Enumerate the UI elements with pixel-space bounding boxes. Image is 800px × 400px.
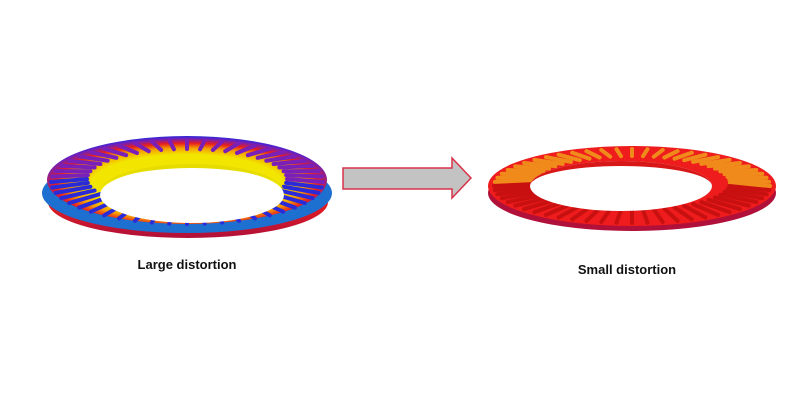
gear-tooth <box>285 177 325 184</box>
gear-tooth <box>495 174 539 180</box>
gear-tooth <box>614 147 624 159</box>
gear-tooth <box>245 146 272 158</box>
gear-tooth <box>67 159 103 166</box>
gear-tooth <box>492 181 536 188</box>
gear-tooth <box>725 187 769 197</box>
gear-tooth <box>167 138 176 152</box>
gear-tooth <box>712 164 751 171</box>
gear-tooth <box>672 205 694 222</box>
gear-tooth <box>117 143 139 156</box>
gear-tooth <box>505 167 546 174</box>
gear-tooth <box>728 181 772 188</box>
arrow-right-icon <box>342 156 473 200</box>
gear-tooth <box>281 184 321 195</box>
gear-tooth <box>277 163 315 170</box>
gear-tooth <box>584 206 602 223</box>
ring-inner-wall <box>100 164 284 192</box>
gear-tooth <box>614 207 624 225</box>
large-distortion-ring <box>42 136 332 238</box>
gear-tooth <box>284 173 324 179</box>
gear-tooth <box>725 174 769 180</box>
gear-tooth <box>284 180 324 190</box>
gear-tooth <box>495 187 539 197</box>
gear-tooth <box>727 184 772 193</box>
gear-tooth <box>570 205 592 222</box>
gear-tooth <box>149 139 164 153</box>
gear-tooth <box>223 141 242 154</box>
small-distortion-ring <box>488 146 776 231</box>
gear-tooth <box>532 157 565 166</box>
gear-tooth <box>651 147 665 159</box>
gear-tooth <box>235 143 257 156</box>
gear-tooth <box>255 150 286 160</box>
gear-tooth <box>88 150 119 160</box>
gear-tooth <box>706 160 742 169</box>
gear-tooth <box>59 163 97 170</box>
gear-tooth <box>699 200 732 215</box>
ring-hole <box>100 167 284 223</box>
gear-tooth <box>722 189 765 201</box>
gear-tooth <box>662 149 680 160</box>
gear-tooth <box>210 139 225 153</box>
gear-tooth <box>271 159 307 166</box>
large-distortion-label: Large distortion <box>137 257 237 272</box>
gear-tooth <box>277 188 315 201</box>
gear-tooth <box>49 177 89 184</box>
gear-tooth <box>599 207 613 225</box>
gear-tooth <box>264 154 297 163</box>
gear-tooth <box>50 173 90 179</box>
gear-tooth <box>718 167 759 174</box>
gear-tooth <box>50 180 90 190</box>
gear-tooth <box>691 202 721 217</box>
gear-tooth <box>59 188 97 201</box>
gear-tooth <box>132 141 151 154</box>
gear-tooth <box>556 152 582 163</box>
gear-tooth <box>712 195 751 208</box>
gear-tooth <box>718 192 759 205</box>
gear-tooth <box>672 150 694 161</box>
gear-tooth <box>706 197 742 212</box>
gear-tooth <box>67 192 103 205</box>
gear-tooth <box>198 138 207 152</box>
gear-tooth <box>691 155 721 164</box>
gear-tooth <box>584 149 602 160</box>
gear-tooth <box>599 147 613 159</box>
gear-tooth <box>570 150 592 161</box>
gear-tooth <box>651 207 665 225</box>
gear-tooth <box>640 207 650 225</box>
small-distortion-label: Small distortion <box>577 262 677 277</box>
ring-hole <box>530 161 712 211</box>
gear-tooth <box>53 184 93 195</box>
gear-tooth <box>543 155 573 164</box>
gear-tooth <box>499 189 542 201</box>
gear-tooth <box>492 177 537 184</box>
gear-tooth <box>662 206 680 223</box>
gear-tooth <box>640 147 650 159</box>
gear-tooth <box>727 177 772 184</box>
gear-tooth <box>102 146 129 158</box>
gear-tooth <box>699 157 732 166</box>
gear-tooth <box>682 152 708 163</box>
gear-tooth <box>682 203 708 220</box>
gear-tooth <box>522 160 558 169</box>
gear-tooth <box>492 184 537 193</box>
ring-inner-wall <box>530 161 712 186</box>
gear-tooth <box>77 154 110 163</box>
gear-tooth <box>513 164 552 171</box>
